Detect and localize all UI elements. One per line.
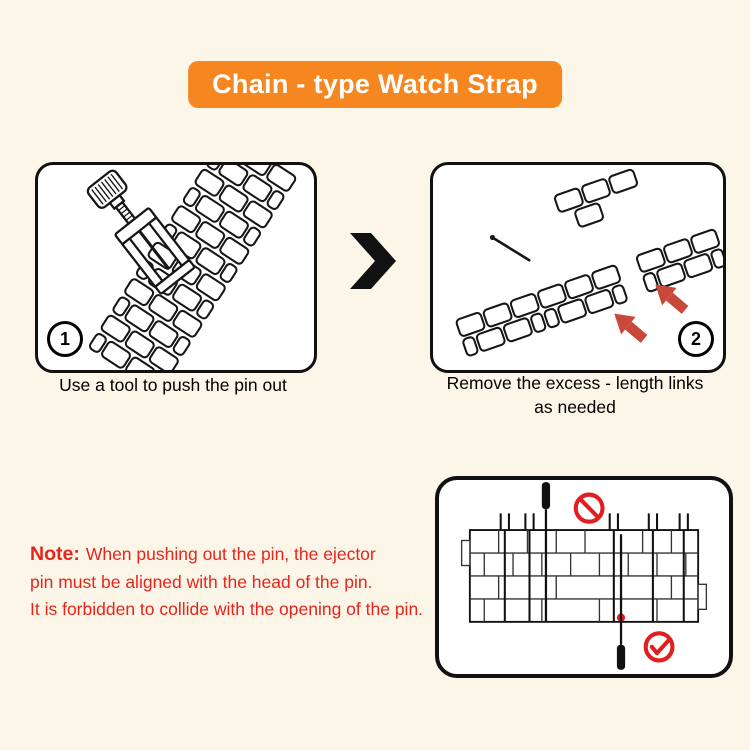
prohibition-circle-icon — [573, 492, 605, 524]
note-line1: When pushing out the pin, the ejector — [85, 544, 376, 564]
step2-panel: 2 — [430, 162, 726, 373]
fork-pins — [499, 513, 689, 622]
detached-top-links — [552, 167, 640, 228]
strap-links-illustration — [454, 167, 723, 358]
top-ejector-pin — [541, 482, 551, 622]
step2-caption-line1: Remove the excess - length links — [446, 373, 704, 393]
main-band-segment — [454, 263, 629, 358]
check-circle-icon — [643, 631, 675, 663]
step1-number-badge: 1 — [47, 321, 83, 357]
pin-alignment-diagram — [460, 482, 708, 670]
step1-panel: 1 — [35, 162, 317, 373]
ejector-pin — [138, 229, 171, 271]
tool-frame-bottom — [154, 259, 196, 295]
pin-removal-tool-illustration — [86, 165, 298, 370]
step2-caption-line2: as needed — [534, 396, 616, 417]
page-title: Chain - type Watch Strap — [188, 61, 562, 108]
note-label: Note: — [30, 543, 80, 565]
bottom-ejector-pin — [616, 534, 626, 670]
step2-number-badge: 2 — [678, 321, 714, 357]
note-line3: It is forbidden to collide with the open… — [30, 598, 424, 619]
alignment-panel — [435, 476, 733, 678]
removed-band-segment — [634, 227, 723, 294]
chevron-right-icon — [350, 233, 396, 289]
loose-pin — [489, 234, 531, 262]
red-arrow-up-left-icon — [607, 304, 652, 348]
step1-caption: Use a tool to push the pin out — [59, 375, 287, 395]
link-remover-tool — [86, 169, 196, 295]
note-line2: pin must be aligned with the head of the… — [30, 572, 373, 593]
band-cross-section — [460, 529, 708, 623]
step2-caption: Remove the excess - length links as need… — [430, 372, 720, 419]
note: Note:When pushing out the pin, the eject… — [30, 540, 500, 622]
